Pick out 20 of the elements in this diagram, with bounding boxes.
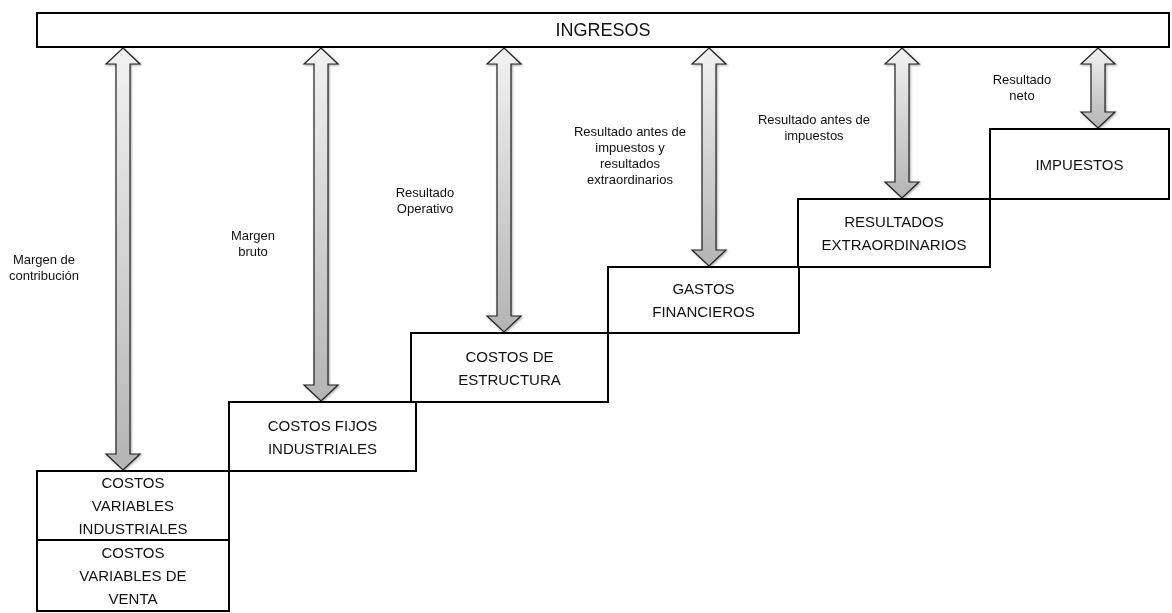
double-arrow [104, 47, 142, 471]
edge-label: Resultado antes de impuestos y resultados extraordinarios [573, 124, 687, 188]
edge-label: Margen de contribución [7, 252, 81, 284]
step-box: RESULTADOS EXTRAORDINARIOS [797, 198, 991, 268]
double-arrow [883, 47, 921, 199]
step-box: COSTOS FIJOS INDUSTRIALES [228, 401, 417, 472]
double-arrow [690, 47, 728, 267]
edge-label: Resultado antes de impuestos [757, 112, 871, 144]
edge-label: Margen bruto [229, 228, 277, 260]
edge-label: Resultado Operativo [394, 185, 456, 217]
step-box: COSTOS DE ESTRUCTURA [410, 332, 609, 403]
step-box: COSTOS VARIABLES INDUSTRIALES [36, 470, 230, 541]
step-box: COSTOS VARIABLES DE VENTA [36, 539, 230, 612]
double-arrow [302, 47, 340, 402]
step-box: IMPUESTOS [989, 128, 1170, 200]
step-box: GASTOS FINANCIEROS [607, 266, 800, 334]
double-arrow [485, 47, 523, 333]
header-bar: INGRESOS [36, 12, 1170, 48]
double-arrow [1079, 47, 1117, 129]
edge-label: Resultado neto [991, 72, 1053, 104]
